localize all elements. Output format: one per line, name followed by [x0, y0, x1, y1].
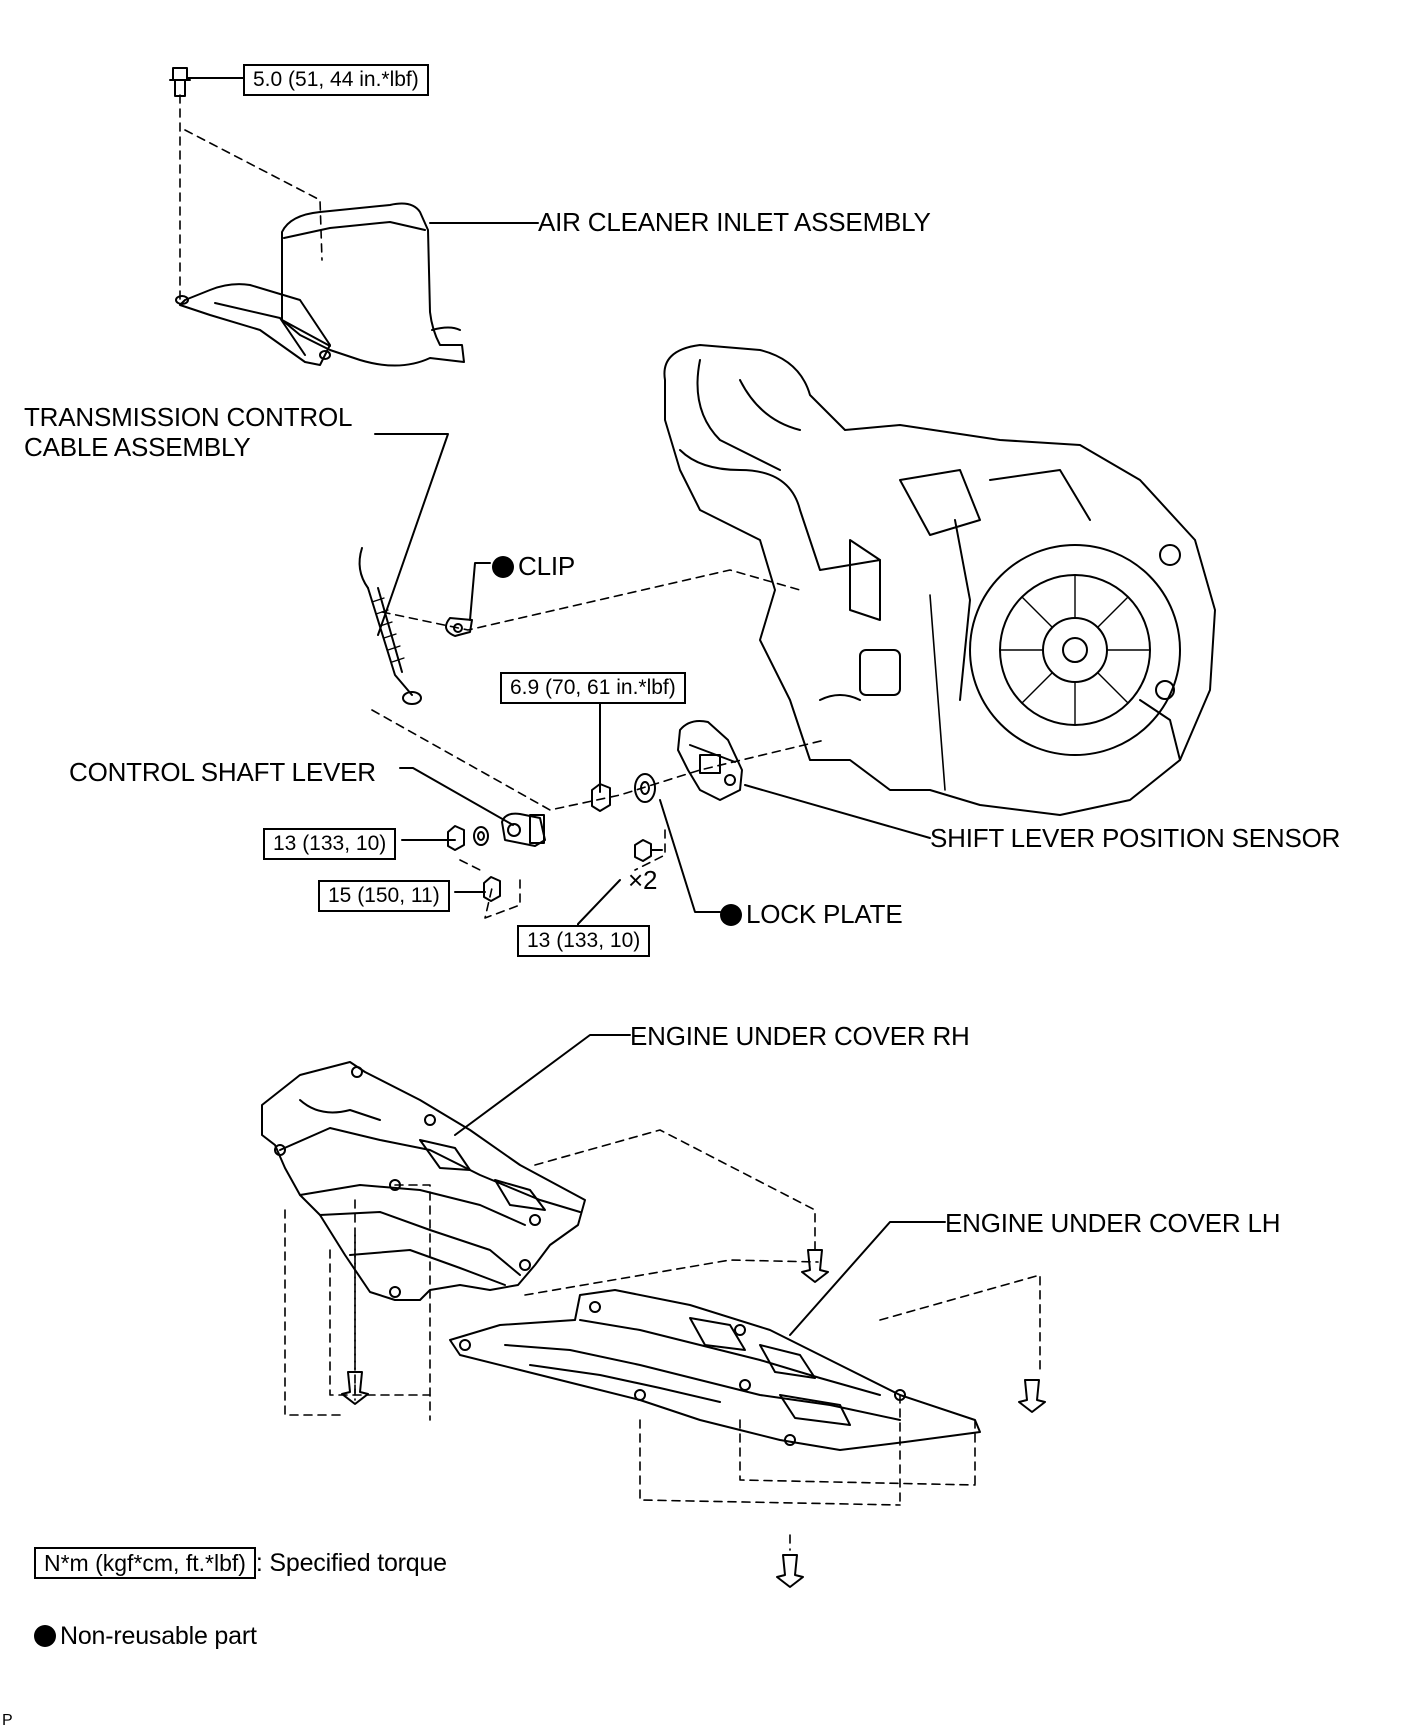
nonreusable-dot-icon [492, 556, 514, 578]
dashed-lines [179, 94, 1041, 1551]
torque-spec-sensor-bolt: 13 (133, 10) [517, 925, 651, 957]
label-lock-plate-text: LOCK PLATE [746, 899, 903, 929]
label-shift-lever-sensor: SHIFT LEVER POSITION SENSOR [930, 823, 1341, 853]
transmission-drawing [663, 344, 1216, 816]
engine-under-cover-rh-drawing [261, 1061, 586, 1301]
label-lock-plate: LOCK PLATE [720, 899, 903, 929]
label-transmission-cable: TRANSMISSION CONTROL CABLE ASSEMBLY [24, 402, 353, 462]
clip-fastener-icon [776, 1554, 804, 1588]
torque-spec-sensor-nut: 6.9 (70, 61 in.*lbf) [500, 672, 686, 704]
label-clip: CLIP [492, 551, 575, 581]
clip-fastener-icon [1018, 1379, 1046, 1413]
shift-lever-sensor-drawing [677, 720, 743, 801]
label-clip-text: CLIP [518, 551, 576, 581]
lower-nut-icon [483, 876, 501, 902]
legend-nonreusable: Non-reusable part [34, 1621, 257, 1651]
clip-fastener-icon [801, 1249, 829, 1283]
label-control-shaft-lever: CONTROL SHAFT LEVER [69, 757, 376, 787]
clip-drawing [445, 617, 473, 637]
label-engine-under-cover-lh: ENGINE UNDER COVER LH [945, 1208, 1281, 1238]
torque-spec-lower-nut: 15 (150, 11) [318, 880, 450, 912]
sensor-nut-icon [591, 783, 611, 812]
sensor-bolt-icon [634, 839, 663, 862]
label-air-cleaner-inlet: AIR CLEANER INLET ASSEMBLY [538, 207, 931, 237]
label-engine-under-cover-rh: ENGINE UNDER COVER RH [630, 1021, 970, 1051]
torque-spec-inlet-bolt: 5.0 (51, 44 in.*lbf) [243, 64, 429, 96]
washer-icon [473, 826, 489, 846]
leader-lines [187, 77, 946, 1336]
torque-spec-lever-nut: 13 (133, 10) [263, 828, 397, 860]
nonreusable-dot-icon [34, 1625, 56, 1647]
clip-fastener-icon [341, 1371, 369, 1405]
lock-plate-drawing [634, 773, 656, 803]
legend-torque: N*m (kgf*cm, ft.*lbf): Specified torque [34, 1547, 447, 1579]
air-cleaner-inlet-drawing [175, 202, 465, 367]
nonreusable-dot-icon [720, 904, 742, 926]
legend-torque-box: N*m (kgf*cm, ft.*lbf) [34, 1547, 256, 1579]
label-quantity-two: ×2 [628, 865, 658, 895]
page-code: P [2, 1712, 13, 1729]
transmission-cable-drawing [358, 547, 422, 705]
legend-nonreusable-text: Non-reusable part [60, 1622, 257, 1650]
legend-torque-text: : Specified torque [255, 1549, 447, 1577]
lever-nut-icon [447, 825, 465, 851]
inlet-bolt-icon [169, 67, 191, 97]
control-shaft-lever-drawing [501, 812, 546, 847]
engine-under-cover-lh-drawing [449, 1289, 981, 1451]
